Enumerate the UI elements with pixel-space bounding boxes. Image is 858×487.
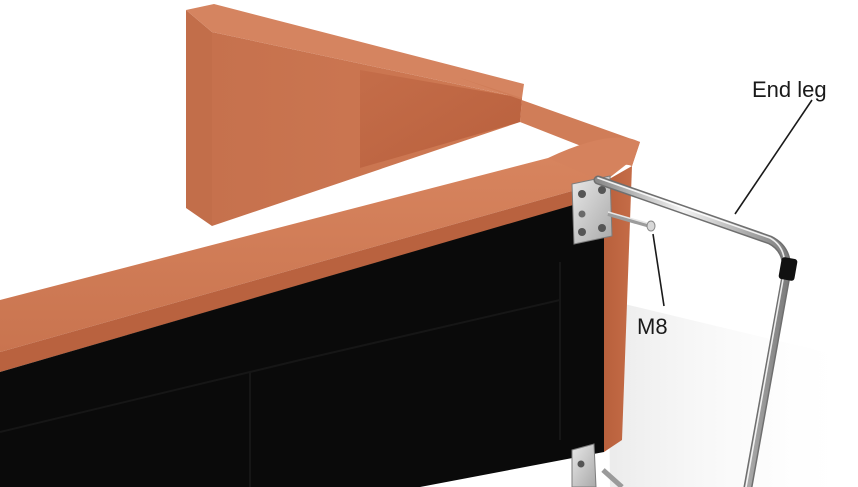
m8-leader-line bbox=[653, 234, 664, 306]
back-section-edge bbox=[186, 10, 212, 226]
bottom-mounting-plate bbox=[572, 444, 596, 487]
end-leg-leader-line bbox=[735, 100, 812, 214]
end-leg-label: End leg bbox=[752, 79, 827, 101]
m8-label: M8 bbox=[637, 316, 668, 338]
